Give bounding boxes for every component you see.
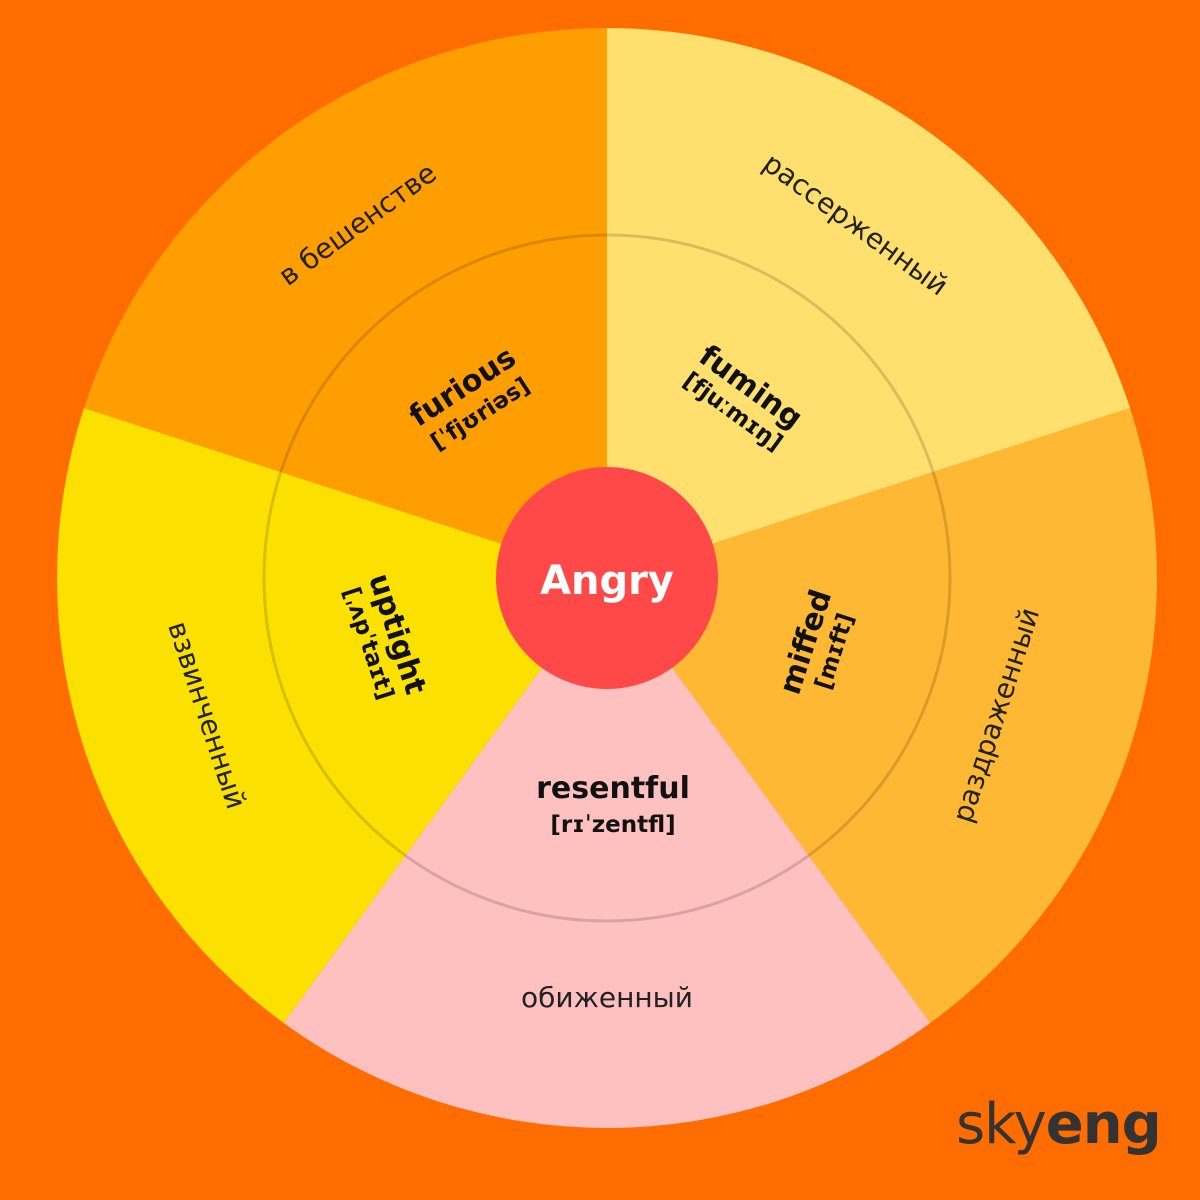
inner-ring (262, 233, 952, 923)
center-circle (496, 467, 718, 689)
sector-resentful (283, 578, 931, 1128)
sector-fuming (607, 28, 1131, 578)
russian-resentful: обиженный (521, 981, 693, 1014)
logo-light: sky (956, 1092, 1047, 1157)
sector-uptight (56, 408, 607, 1023)
word-resentful: resentful (536, 771, 690, 806)
sector-label-resentful: resentful [rɪˈzentfl] (536, 771, 690, 838)
sector-furious (83, 28, 607, 578)
center-label: Angry (540, 558, 674, 604)
ipa-resentful: [rɪˈzentfl] (550, 812, 675, 838)
skyeng-logo: skyeng (956, 1092, 1162, 1157)
sector-miffed (607, 408, 1157, 1023)
logo-bold: eng (1045, 1092, 1162, 1157)
